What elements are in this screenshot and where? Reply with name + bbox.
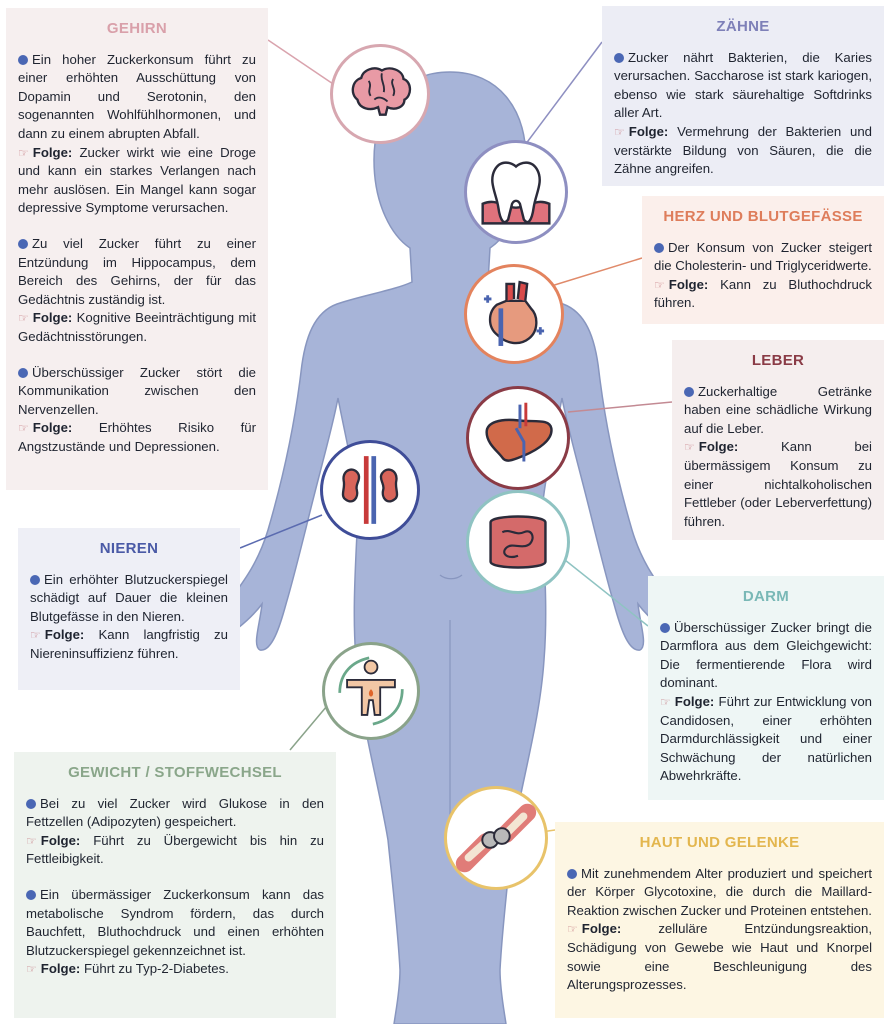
tooth-medallion (464, 140, 568, 244)
gehirn-folge-label-3: Folge: (32, 420, 73, 436)
darm-folge-label: Folge: (674, 693, 715, 709)
pointing-hand-icon: ☞ (26, 833, 37, 848)
panel-zaehne: ZÄHNE Zucker nährt Bakterien, die Karies… (602, 6, 884, 186)
zaehne-paragraph-1: Zucker nährt Bakterien, die Karies verur… (614, 49, 872, 179)
title-leber: LEBER (751, 352, 805, 369)
gehirn-paragraph-1: Ein hoher Zuckerkonsum führt zu einer er… (18, 51, 256, 218)
title-darm: DARM (742, 588, 790, 605)
pointing-hand-icon: ☞ (654, 277, 665, 292)
intestine-medallion (466, 490, 570, 594)
title-zaehne: ZÄHNE (716, 18, 770, 35)
panel-haut: HAUT UND GELENKE Mit zunehmendem Alter p… (555, 822, 884, 1018)
title-nieren: NIEREN (99, 540, 159, 557)
panel-leber: LEBER Zuckerhaltige Getränke haben eine … (672, 340, 884, 540)
haut-paragraph-1: Mit zunehmendem Alter produziert und spe… (567, 865, 872, 995)
herz-folge-label: Folge: (668, 276, 709, 292)
joint-medallion (444, 786, 548, 890)
title-gehirn: GEHIRN (106, 20, 168, 37)
herz-text-1: Der Konsum von Zucker steigert die Chole… (654, 239, 872, 274)
gehirn-folge-label-1: Folge: (32, 144, 73, 160)
gehirn-text-1: Ein hoher Zuckerkonsum führt zu einer er… (18, 51, 256, 141)
gewicht-folge-label-1: Folge: (40, 832, 81, 848)
info-dot-icon (18, 54, 28, 65)
info-dot-icon (567, 868, 577, 879)
haut-folge-label: Folge: (581, 921, 622, 937)
info-dot-icon (660, 622, 670, 633)
title-gewicht: GEWICHT / STOFFWECHSEL (68, 764, 282, 781)
gewicht-paragraph-1: Bei zu viel Zucker wird Glukose in den F… (26, 795, 324, 869)
pointing-hand-icon: ☞ (26, 962, 37, 977)
title-herz: HERZ UND BLUTGEFÄSSE (663, 208, 863, 225)
gehirn-paragraph-3: Überschüssiger Zucker stört die Kommunik… (18, 364, 256, 457)
info-dot-icon (18, 367, 28, 378)
pointing-hand-icon: ☞ (567, 922, 578, 937)
info-dot-icon (26, 889, 36, 900)
gehirn-folge-text-1: Zucker wirkt wie eine Droge und kann ein… (18, 144, 256, 216)
panel-gehirn: GEHIRN Ein hoher Zuckerkonsum führt zu e… (6, 8, 268, 490)
panel-herz: HERZ UND BLUTGEFÄSSE Der Konsum von Zuck… (642, 196, 884, 324)
panel-nieren: NIEREN Ein erhöhter Blutzuckerspiegel sc… (18, 528, 240, 690)
panel-darm: DARM Überschüssiger Zucker bringt die Da… (648, 576, 884, 800)
gewicht-folge-label-2: Folge: (40, 961, 81, 977)
nieren-paragraph-1: Ein erhöhter Blutzuckerspiegel schädigt … (30, 571, 228, 664)
info-dot-icon (654, 242, 664, 253)
title-haut: HAUT UND GELENKE (639, 834, 800, 851)
darm-paragraph-1: Überschüssiger Zucker bringt die Darmflo… (660, 619, 872, 786)
info-dot-icon (614, 52, 624, 63)
leber-text-1: Zuckerhaltige Getränke haben eine schädl… (684, 383, 872, 436)
info-dot-icon (26, 798, 36, 809)
kidneys-medallion (320, 440, 420, 540)
darm-folge-text: Führt zur Entwicklung von Candidosen, ei… (660, 693, 872, 784)
brain-medallion (330, 44, 430, 144)
metabolism-icon (338, 656, 404, 726)
gehirn-folge-text-2: Kognitive Beeinträchtigung mit Gedächtni… (18, 310, 256, 344)
brain-icon (351, 67, 412, 116)
gehirn-text-3: Überschüssiger Zucker stört die Kommunik… (18, 364, 256, 417)
pointing-hand-icon: ☞ (18, 311, 29, 326)
liver-medallion (466, 386, 570, 490)
gehirn-text-2: Zu viel Zucker führt zu einer Entzündung… (18, 235, 256, 307)
tooth-icon (481, 161, 551, 225)
metabolism-medallion (322, 642, 420, 740)
nieren-folge-label: Folge: (44, 627, 85, 643)
joint-icon (455, 803, 537, 873)
gehirn-paragraph-2: Zu viel Zucker führt zu einer Entzündung… (18, 235, 256, 347)
haut-text-1: Mit zunehmendem Alter produziert und spe… (567, 865, 872, 918)
zaehne-text-1: Zucker nährt Bakterien, die Karies verur… (614, 49, 872, 121)
pointing-hand-icon: ☞ (684, 440, 695, 455)
leber-folge-label: Folge: (698, 439, 739, 455)
gewicht-folge-text-2: Führt zu Typ-2-Diabetes. (80, 961, 229, 977)
darm-text-1: Überschüssiger Zucker bringt die Darmflo… (660, 619, 872, 691)
zaehne-folge-text: Vermehrung der Bakterien und verstärkte … (614, 123, 872, 177)
gewicht-text-1: Bei zu viel Zucker wird Glukose in den F… (26, 795, 324, 830)
kidneys-icon (341, 456, 399, 524)
pointing-hand-icon: ☞ (18, 145, 29, 160)
pointing-hand-icon: ☞ (614, 124, 625, 139)
herz-folge-text: Kann zu Bluthochdruck führen. (654, 276, 872, 311)
nieren-text-1: Ein erhöhter Blutzuckerspiegel schädigt … (30, 571, 228, 624)
heart-icon (483, 280, 545, 346)
intestine-icon (489, 515, 547, 569)
panel-gewicht: GEWICHT / STOFFWECHSEL Bei zu viel Zucke… (14, 752, 336, 1018)
pointing-hand-icon: ☞ (660, 694, 671, 709)
info-dot-icon (18, 238, 28, 249)
pointing-hand-icon: ☞ (30, 628, 41, 643)
nieren-folge-text: Kann langfristig zu Niereninsuffizienz f… (30, 627, 228, 661)
gehirn-folge-text-3: Erhöhtes Risiko für Angstzustände und De… (18, 420, 256, 454)
gehirn-folge-label-2: Folge: (32, 310, 73, 326)
herz-paragraph-1: Der Konsum von Zucker steigert die Chole… (654, 239, 872, 313)
info-dot-icon (684, 386, 694, 397)
leber-paragraph-1: Zuckerhaltige Getränke haben eine schädl… (684, 383, 872, 532)
leber-folge-text: Kann bei übermässigem Konsum zu einer ni… (684, 439, 872, 529)
gewicht-folge-text-1: Führt zu Übergewicht bis hin zu Fettleib… (26, 832, 324, 867)
zaehne-folge-label: Folge: (628, 123, 669, 139)
pointing-hand-icon: ☞ (18, 421, 29, 436)
haut-folge-text: zelluläre Entzündungsreaktion, Schädigun… (567, 921, 872, 993)
info-dot-icon (30, 574, 40, 585)
heart-medallion (464, 264, 564, 364)
liver-icon (485, 402, 553, 462)
gewicht-paragraph-2: Ein übermässiger Zuckerkonsum kann das m… (26, 886, 324, 979)
gewicht-text-2: Ein übermässiger Zuckerkonsum kann das m… (26, 886, 324, 958)
